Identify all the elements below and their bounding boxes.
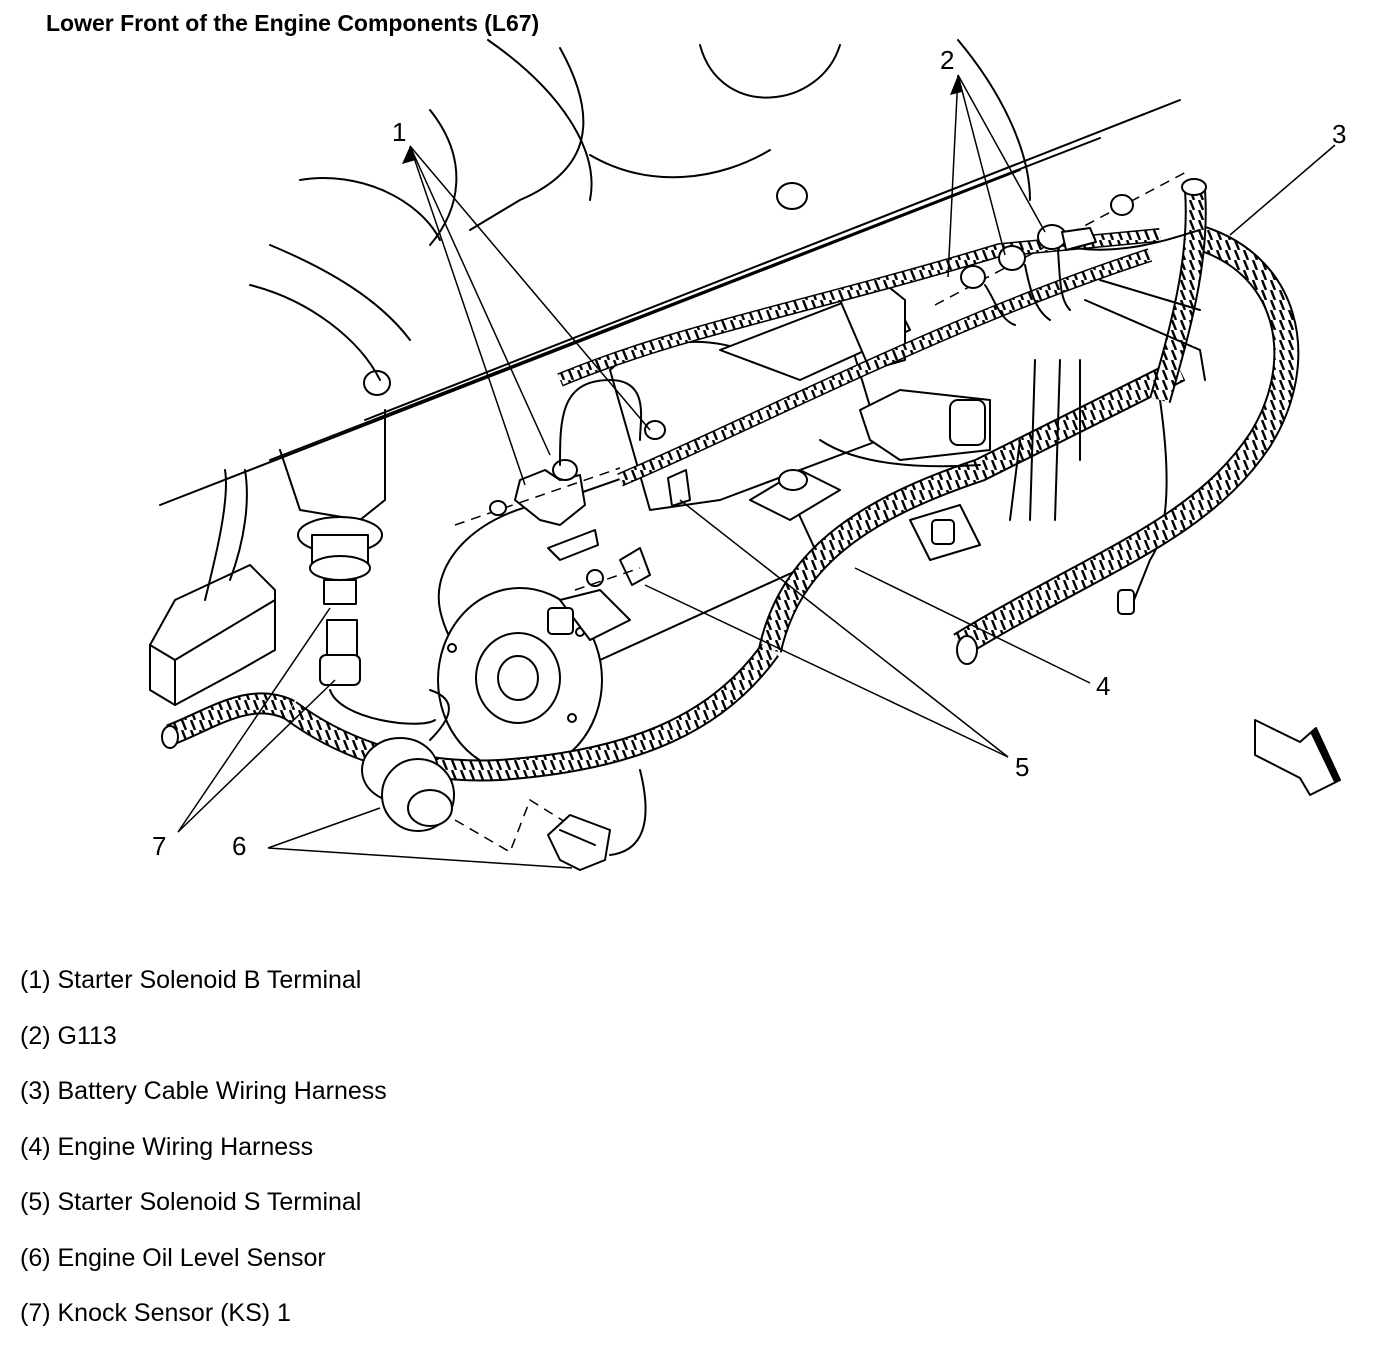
terminal-b-hardware <box>454 379 691 591</box>
legend-item-1: (1) Starter Solenoid B Terminal <box>20 966 362 994</box>
callout-6: 6 <box>232 831 246 861</box>
legend-item-3: (3) Battery Cable Wiring Harness <box>20 1077 387 1105</box>
legend-item-4: (4) Engine Wiring Harness <box>20 1132 314 1161</box>
legend-item-5: (5) Starter Solenoid S Terminal <box>20 1188 362 1216</box>
legend-item-6: (6) Engine Oil Level Sensor <box>20 1243 326 1272</box>
callout-1: 1 <box>392 117 406 147</box>
legend-item-2: (2) G113 <box>20 1021 117 1050</box>
mount-bracket <box>149 469 276 706</box>
callout-2: 2 <box>940 45 954 75</box>
callout-7: 7 <box>152 831 166 861</box>
legend-item-7: (7) Knock Sensor (KS) 1 <box>20 1299 291 1327</box>
legend-list: (1) Starter Solenoid B Terminal (2) G113… <box>20 964 387 1353</box>
leader-lines <box>177 74 1336 869</box>
engine-block <box>159 39 1181 506</box>
oil-level-sensor <box>361 737 611 871</box>
callout-3: 3 <box>1332 119 1346 149</box>
diagram-title: Lower Front of the Engine Components (L6… <box>46 10 540 36</box>
engine-wiring-harness <box>161 228 1186 856</box>
knock-sensor-body <box>279 409 386 686</box>
direction-arrow-icon <box>1254 719 1341 796</box>
engine-diagram: 1 2 3 4 5 6 7 <box>149 39 1346 871</box>
callout-5: 5 <box>1015 752 1029 782</box>
battery-cable-harness <box>953 178 1300 665</box>
callout-4: 4 <box>1096 671 1110 701</box>
